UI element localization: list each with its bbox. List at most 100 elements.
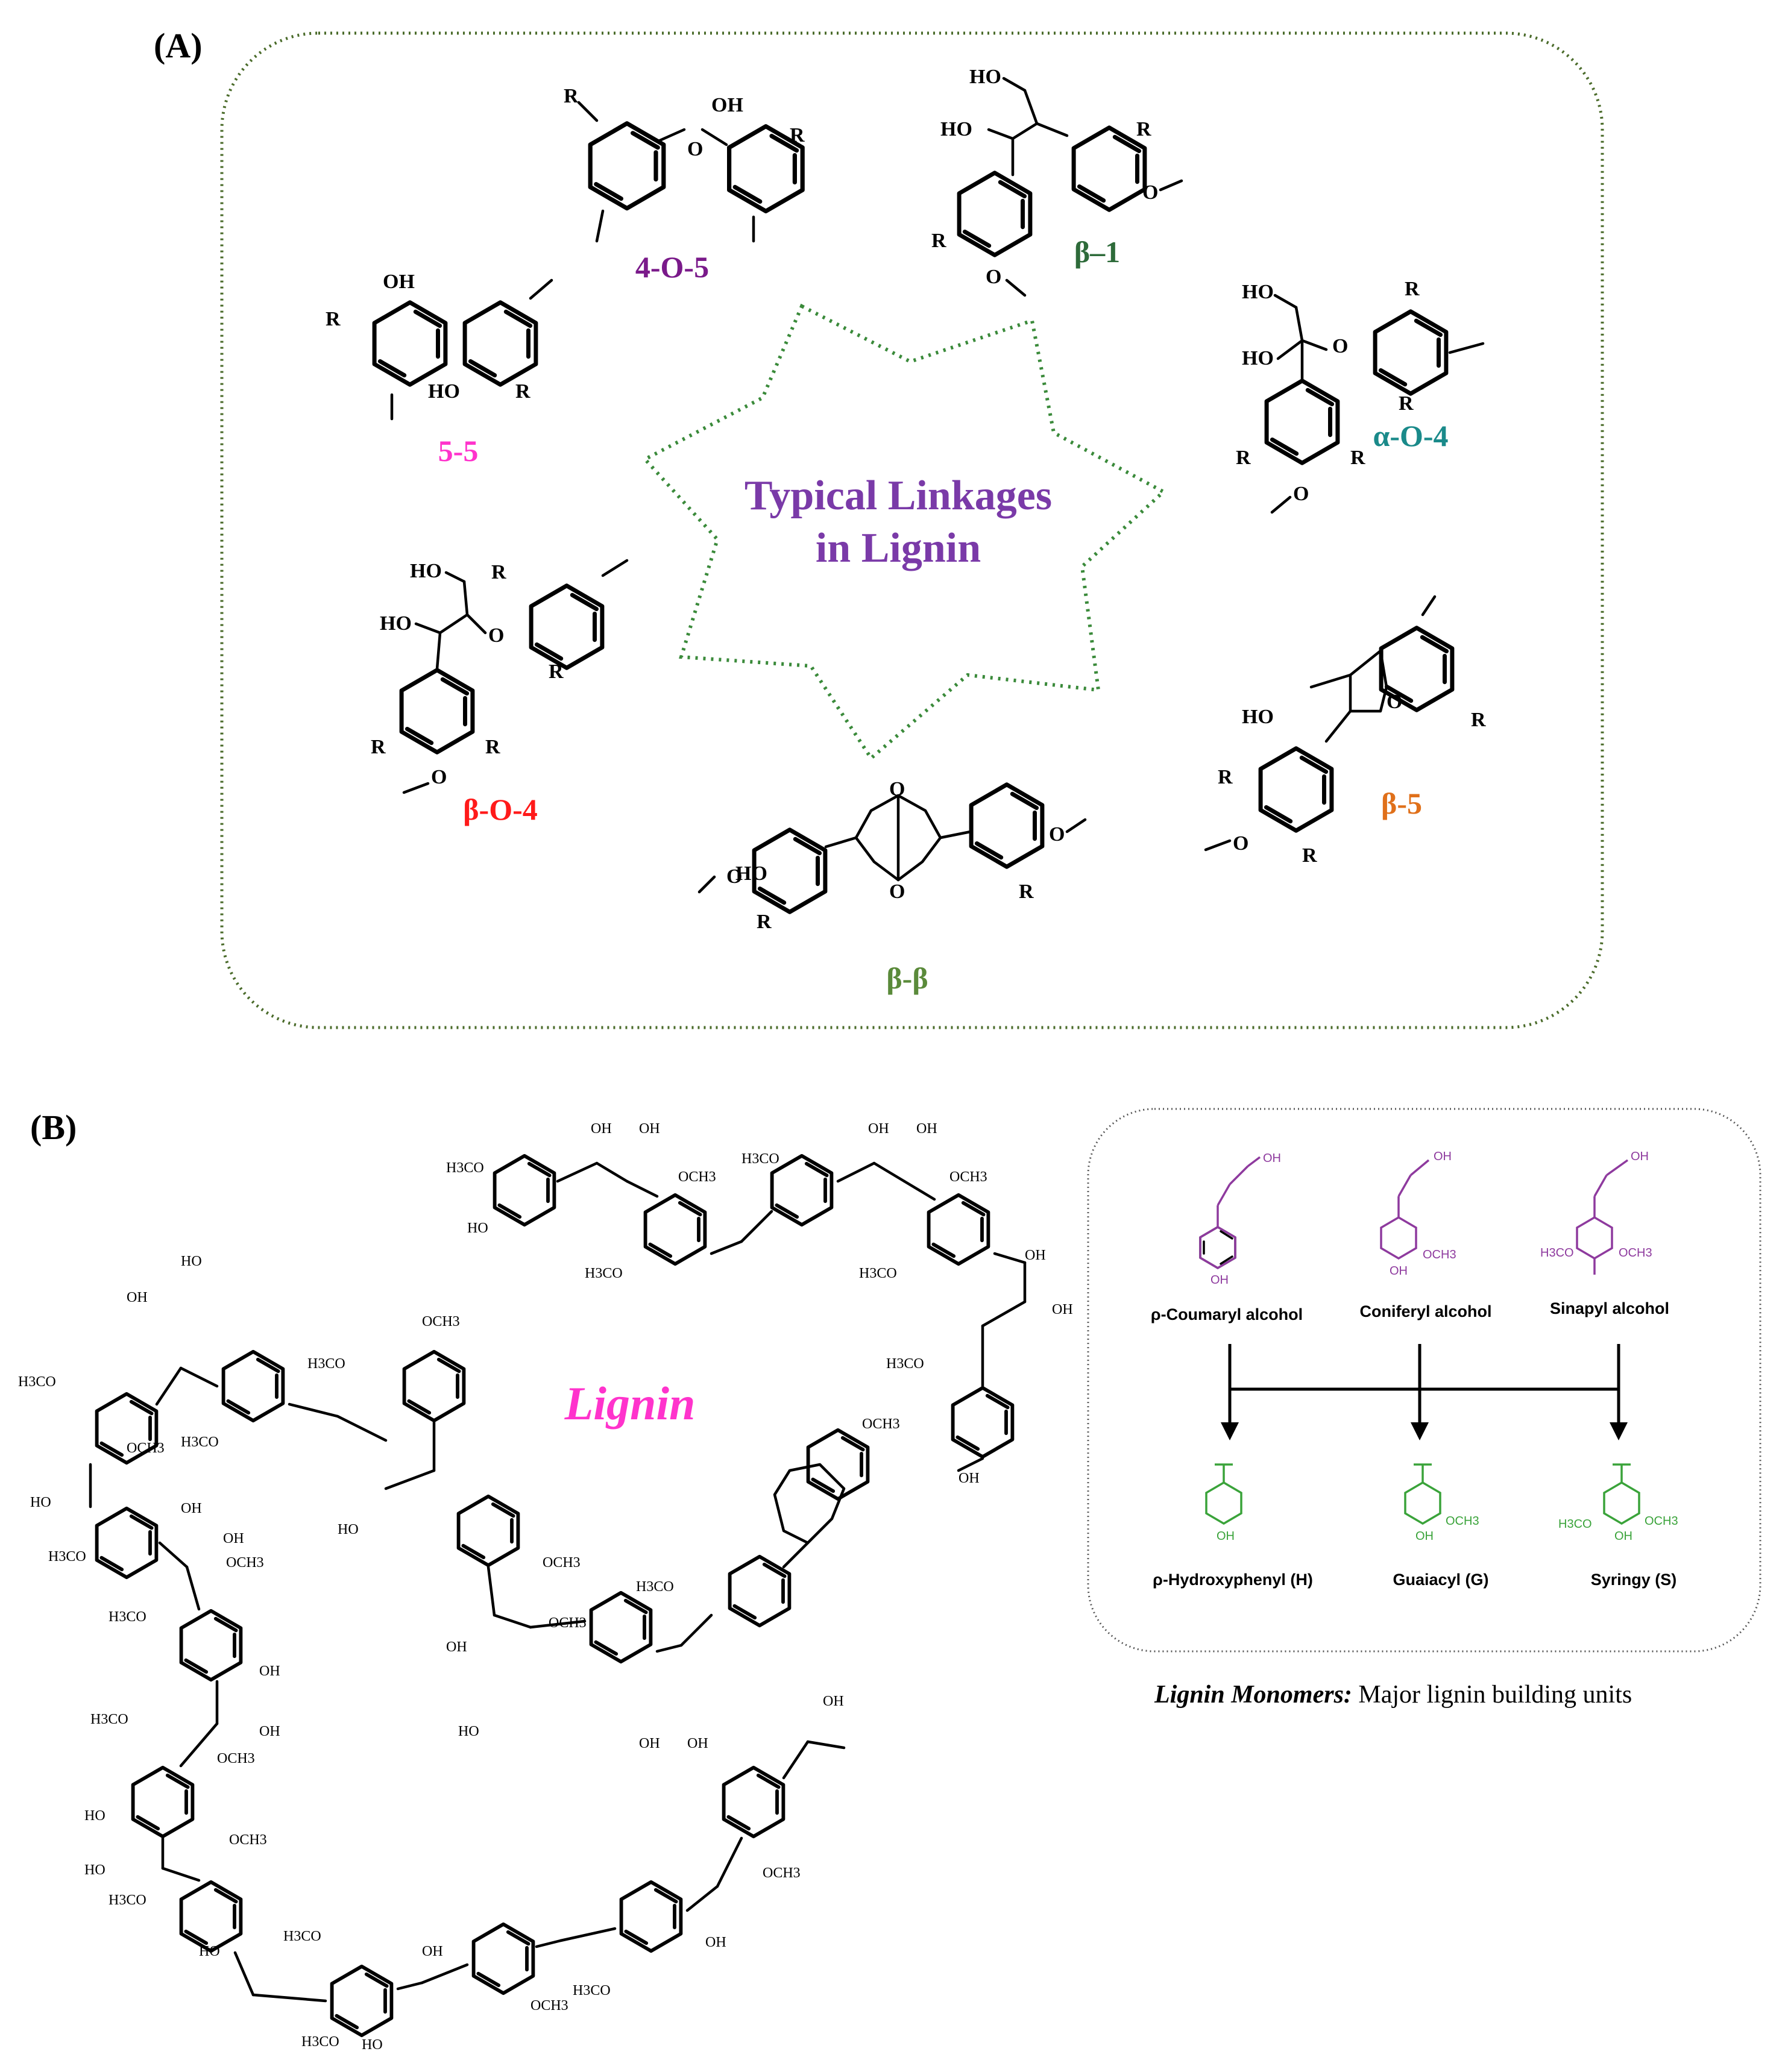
svg-text:R: R <box>1302 844 1317 867</box>
structure-alpha-o-4: HO HO O R R R R O <box>1236 278 1485 514</box>
svg-text:OH: OH <box>259 1663 280 1679</box>
svg-text:HO: HO <box>181 1254 202 1269</box>
svg-text:OCH3: OCH3 <box>1619 1246 1652 1260</box>
svg-text:R: R <box>564 85 579 107</box>
svg-text:OCH3: OCH3 <box>549 1615 587 1631</box>
svg-text:R: R <box>1218 766 1233 788</box>
svg-text:HO: HO <box>735 862 767 885</box>
svg-text:HO: HO <box>84 1808 105 1824</box>
svg-text:H3CO: H3CO <box>181 1434 219 1450</box>
g-unit-structure: OH OCH3 <box>1404 1463 1479 1543</box>
svg-text:OH: OH <box>422 1944 443 1959</box>
svg-text:HO: HO <box>458 1724 479 1739</box>
svg-text:HO: HO <box>338 1522 359 1537</box>
svg-text:OCH3: OCH3 <box>217 1751 255 1766</box>
svg-text:O: O <box>488 624 504 647</box>
svg-text:R: R <box>515 380 530 403</box>
h-unit-structure: OH <box>1205 1463 1242 1543</box>
svg-text:R: R <box>790 124 805 146</box>
svg-text:OCH3: OCH3 <box>543 1555 581 1571</box>
svg-text:H3CO: H3CO <box>109 1892 146 1908</box>
svg-text:O: O <box>1233 832 1248 855</box>
svg-text:OCH3: OCH3 <box>862 1416 900 1432</box>
star-title-line1: Typical Linkages <box>745 472 1052 519</box>
svg-text:O: O <box>726 865 742 888</box>
structure-beta-o-4: HO HO O R R R R O <box>371 559 629 794</box>
svg-text:O: O <box>889 778 905 800</box>
label-4-o-5: 4-O-5 <box>635 250 709 284</box>
svg-text:H3CO: H3CO <box>307 1356 345 1372</box>
svg-text:H3CO: H3CO <box>283 1929 321 1944</box>
h-unit-label: ρ-Hydroxyphenyl (H) <box>1153 1571 1313 1589</box>
svg-text:OCH3: OCH3 <box>422 1314 460 1330</box>
svg-text:O: O <box>986 266 1001 288</box>
svg-text:O: O <box>687 138 703 160</box>
structure-beta-beta: HO O R O O O R <box>697 778 1087 933</box>
svg-text:OH: OH <box>959 1471 980 1486</box>
svg-text:OCH3: OCH3 <box>127 1440 165 1456</box>
svg-text:OH: OH <box>259 1724 280 1739</box>
structure-beta-5: R O HO R R O <box>1204 595 1486 867</box>
lignin-title: Lignin <box>564 1377 696 1430</box>
svg-text:OCH3: OCH3 <box>763 1865 801 1881</box>
svg-text:O: O <box>1332 335 1348 357</box>
svg-text:R: R <box>1399 392 1414 415</box>
svg-text:OCH3: OCH3 <box>226 1555 264 1571</box>
svg-text:OH: OH <box>687 1736 708 1751</box>
svg-text:R: R <box>549 661 564 683</box>
svg-text:HO: HO <box>1242 347 1274 369</box>
svg-text:H3CO: H3CO <box>446 1160 484 1176</box>
svg-text:OH: OH <box>223 1531 244 1546</box>
label-beta-beta: β-β <box>886 961 928 995</box>
panel-b-letter: (B) <box>30 1108 77 1147</box>
structure-5-5: OH R HO R <box>326 271 553 421</box>
svg-text:OH: OH <box>1434 1150 1452 1163</box>
svg-text:OH: OH <box>1631 1150 1649 1163</box>
svg-text:H3CO: H3CO <box>109 1609 146 1625</box>
star-title-line2: in Lignin <box>816 525 981 571</box>
svg-text:H3CO: H3CO <box>859 1266 897 1281</box>
svg-text:HO: HO <box>969 66 1001 88</box>
conversion-arrows <box>1221 1344 1628 1440</box>
g-unit-label: Guaiacyl (G) <box>1393 1571 1488 1589</box>
panel-a-letter: (A) <box>154 26 203 65</box>
svg-text:O: O <box>1142 181 1158 204</box>
svg-text:OH: OH <box>127 1290 148 1305</box>
svg-text:HO: HO <box>30 1495 51 1510</box>
coumaryl-alcohol-structure: OH OH <box>1199 1152 1281 1287</box>
label-5-5: 5-5 <box>438 434 479 468</box>
svg-text:O: O <box>1049 823 1065 846</box>
svg-text:R: R <box>1019 881 1034 903</box>
structure-4-o-5: O R OH R <box>564 85 805 243</box>
svg-text:OCH3: OCH3 <box>229 1832 267 1848</box>
svg-text:R: R <box>1471 709 1486 731</box>
structure-beta-1: HO HO R O R O <box>931 66 1183 297</box>
svg-text:O: O <box>889 881 905 903</box>
caption-bold: Lignin Monomers: <box>1154 1681 1352 1709</box>
svg-text:HO: HO <box>199 1944 220 1959</box>
svg-text:O: O <box>431 766 447 788</box>
svg-text:HO: HO <box>84 1862 105 1878</box>
svg-text:HO: HO <box>362 2037 383 2053</box>
svg-text:HO: HO <box>467 1220 488 1236</box>
svg-text:H3CO: H3CO <box>741 1151 779 1167</box>
sinapyl-alcohol-structure: OH H3CO OCH3 <box>1540 1150 1652 1275</box>
svg-text:H3CO: H3CO <box>90 1712 128 1727</box>
svg-text:OH: OH <box>916 1121 937 1137</box>
svg-text:H3CO: H3CO <box>886 1356 924 1372</box>
svg-text:R: R <box>371 736 386 758</box>
polymer-atom-labels: H3CO HO OH OH OCH3 H3CO H3CO OH OH OCH3 … <box>18 1121 1073 2053</box>
svg-text:OH: OH <box>1415 1530 1434 1543</box>
s-unit-label: Syringy (S) <box>1591 1571 1677 1589</box>
svg-text:OH: OH <box>639 1736 660 1751</box>
svg-text:OH: OH <box>383 271 415 293</box>
svg-text:R: R <box>1136 118 1151 140</box>
label-beta-o-4: β-O-4 <box>463 793 538 826</box>
svg-text:OH: OH <box>639 1121 660 1137</box>
svg-text:H3CO: H3CO <box>301 2034 339 2050</box>
svg-text:OCH3: OCH3 <box>949 1169 987 1185</box>
svg-text:R: R <box>491 561 506 583</box>
svg-text:OH: OH <box>181 1501 202 1516</box>
svg-text:OH: OH <box>1614 1530 1632 1543</box>
